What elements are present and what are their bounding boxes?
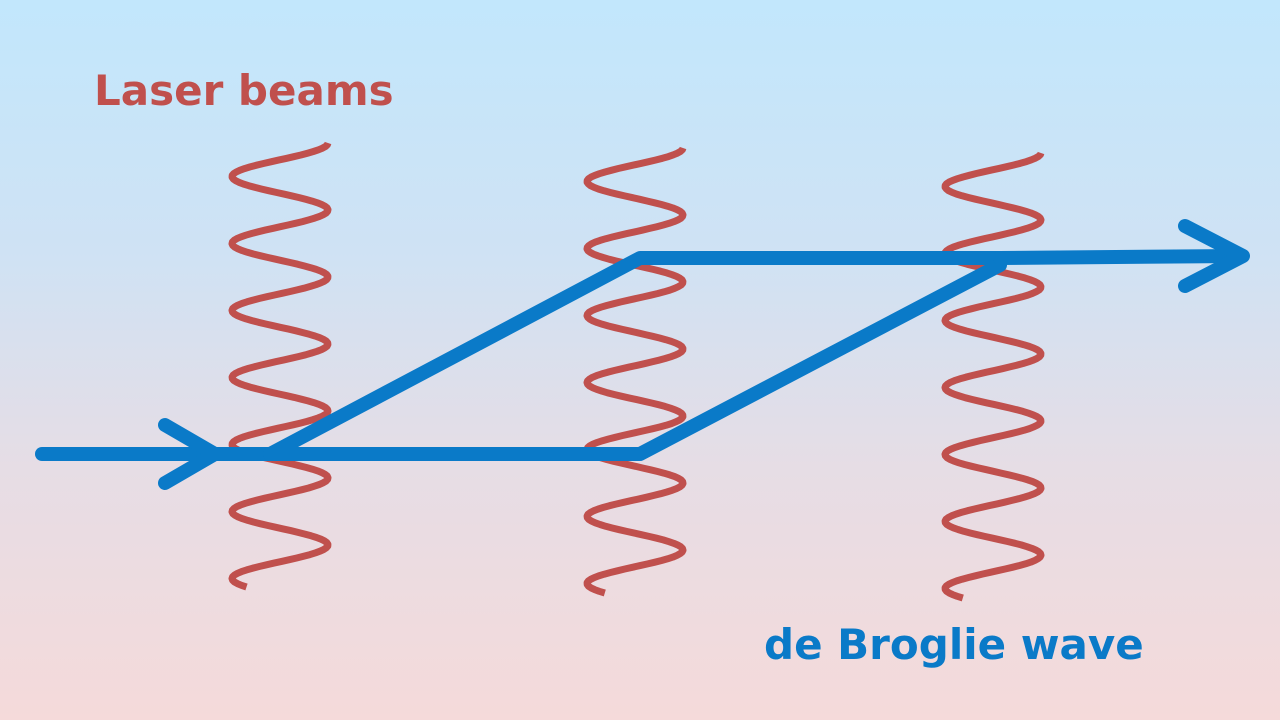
laser-beam-1 (228, 141, 332, 591)
laser-beam-2 (583, 146, 687, 597)
outgoing-arrowhead (1178, 219, 1250, 293)
laser-beams (228, 141, 1045, 602)
laser-beams-label: Laser beams (94, 66, 394, 115)
de-broglie-wave-label: de Broglie wave (764, 620, 1144, 669)
incoming-arrowhead (158, 418, 222, 490)
laser-beam-3 (941, 151, 1045, 602)
de-broglie-wave-paths (35, 219, 1250, 490)
lower-path (263, 258, 1007, 461)
outgoing-beam (993, 249, 1247, 265)
upper-path (263, 251, 1007, 461)
